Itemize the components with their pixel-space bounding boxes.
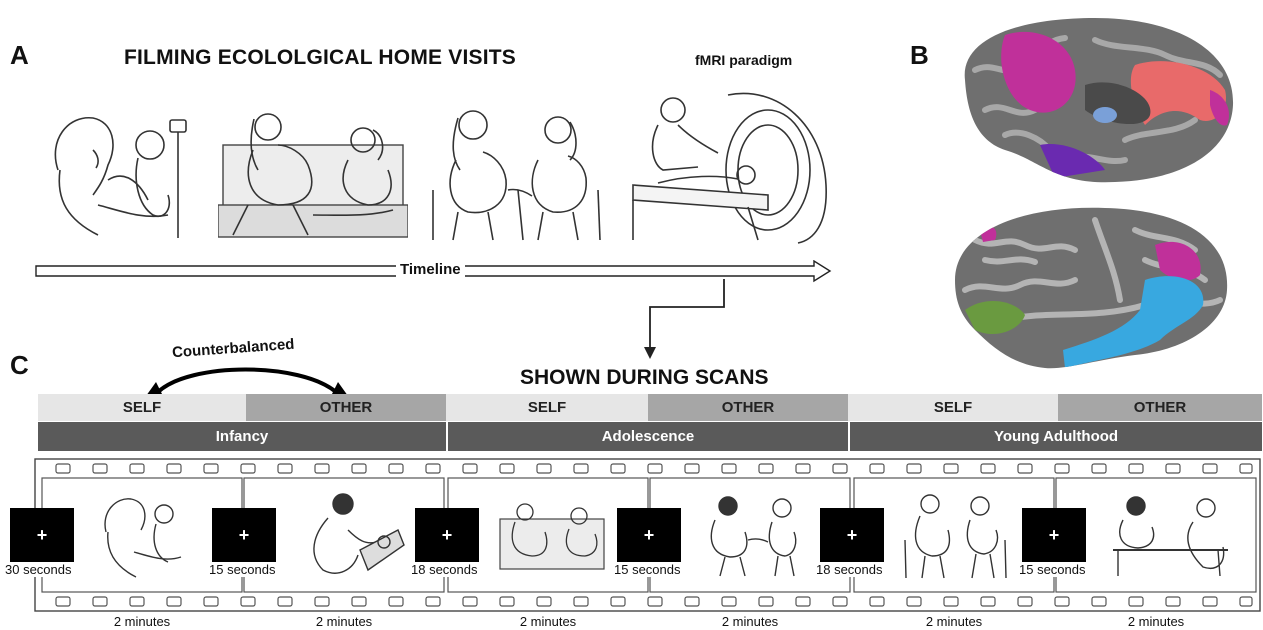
fixation-duration-4: 15 seconds xyxy=(613,562,682,577)
frame-illustration-young-adulthood-other xyxy=(1113,496,1228,577)
panel-letter-c: C xyxy=(10,350,29,380)
illustration-couch-conversation xyxy=(218,113,408,238)
fixation-cross-2: + xyxy=(212,508,276,562)
condition-self-adolescence: SELF xyxy=(446,394,648,421)
clip-duration-4: 2 minutes xyxy=(721,614,779,629)
clip-duration-6: 2 minutes xyxy=(1127,614,1185,629)
stage-young-adulthood: Young Adulthood xyxy=(850,422,1262,451)
panel-c-title: SHOWN DURING SCANS xyxy=(520,366,769,389)
brain-lateral-view xyxy=(955,207,1228,369)
fixation-duration-5: 18 seconds xyxy=(815,562,884,577)
fixation-cross-6: + xyxy=(1022,508,1086,562)
panel-letter-b: B xyxy=(910,40,929,70)
illustration-mother-infant xyxy=(54,117,187,238)
fixation-cross-4: + xyxy=(617,508,681,562)
panel-a-title: FILMING ECOLOLGICAL HOME VISITS xyxy=(124,46,516,69)
timeline-label: Timeline xyxy=(396,261,465,278)
fixation-duration-6: 15 seconds xyxy=(1018,562,1087,577)
fixation-cross-1: + xyxy=(10,508,74,562)
fixation-duration-1: 30 seconds xyxy=(4,562,73,577)
fixation-duration-3: 18 seconds xyxy=(410,562,479,577)
clip-duration-1: 2 minutes xyxy=(113,614,171,629)
condition-row: SELF OTHER SELF OTHER SELF OTHER xyxy=(38,394,1262,421)
illustration-fmri-scanner xyxy=(632,92,827,244)
condition-other-infancy: OTHER xyxy=(246,394,446,421)
panel-letter-a: A xyxy=(10,40,29,70)
frame-illustration-infancy-other xyxy=(313,493,405,574)
frame-illustration-adolescence-self xyxy=(499,503,605,570)
stage-adolescence: Adolescence xyxy=(448,422,850,451)
fixation-duration-2: 15 seconds xyxy=(208,562,277,577)
clip-duration-2: 2 minutes xyxy=(315,614,373,629)
frame-illustration-infancy-self xyxy=(104,498,182,578)
frame-illustration-young-adulthood-self xyxy=(904,494,1007,579)
scan-connector-arrow xyxy=(644,279,725,359)
clip-duration-3: 2 minutes xyxy=(519,614,577,629)
fixation-cross-5: + xyxy=(820,508,884,562)
clip-duration-5: 2 minutes xyxy=(925,614,983,629)
condition-other-young-adulthood: OTHER xyxy=(1058,394,1262,421)
condition-self-infancy: SELF xyxy=(38,394,246,421)
fixation-cross-3: + xyxy=(415,508,479,562)
condition-self-young-adulthood: SELF xyxy=(848,394,1058,421)
frame-illustration-adolescence-other xyxy=(710,496,797,577)
brain-medial-view xyxy=(964,18,1234,183)
illustration-seated-conversation xyxy=(432,110,601,241)
stage-row: Infancy Adolescence Young Adulthood xyxy=(38,422,1262,451)
fmri-paradigm-label: fMRI paradigm xyxy=(695,52,793,68)
condition-other-adolescence: OTHER xyxy=(648,394,848,421)
stage-infancy: Infancy xyxy=(38,422,448,451)
